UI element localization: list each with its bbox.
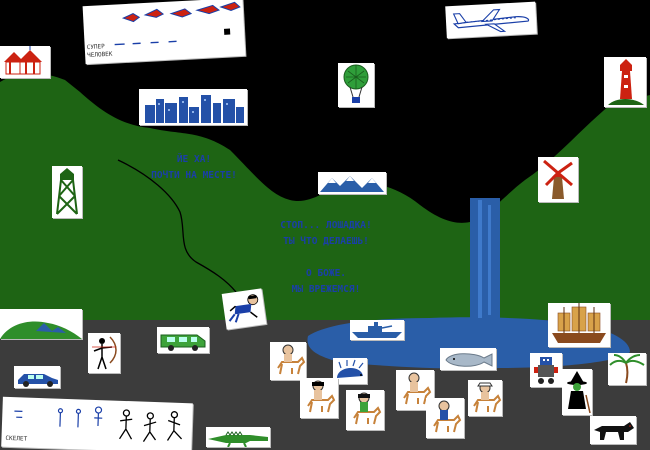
superhero-sticker[interactable]: СУПЕР ЧЕЛОВЕК <box>82 0 246 65</box>
crocodile-sticker[interactable] <box>206 427 270 447</box>
horse-rider-sticker[interactable] <box>346 390 384 430</box>
archer-sticker[interactable] <box>88 333 120 373</box>
dialogue-line-3: СТОП... ЛОШАДКА! <box>280 220 372 231</box>
dialogue-line-1: ЙЕ ХА! <box>176 154 212 165</box>
robot-sticker[interactable] <box>530 353 562 387</box>
circus-tent-sticker[interactable] <box>0 46 50 78</box>
airplane-sticker[interactable] <box>445 1 537 39</box>
galleon-sticker[interactable] <box>548 303 610 347</box>
wolf-sticker[interactable] <box>590 416 636 444</box>
waterfall <box>470 198 500 322</box>
car-sticker[interactable] <box>14 366 60 388</box>
hedgehog-sticker[interactable] <box>333 358 367 384</box>
dialogue-stop-horse: СТОП... ЛОШАДКА! ТЫ ЧТО ДЕЛАЕШЬ! <box>256 218 396 250</box>
dialogue-crash: О БОЖЕ. МЫ ВРЕЖЕМСЯ! <box>276 266 376 298</box>
dialogue-line-4: ТЫ ЧТО ДЕЛАЕШЬ! <box>283 236 369 247</box>
witch-sticker[interactable] <box>562 369 592 415</box>
horse-rider-sticker[interactable] <box>270 342 306 380</box>
lighthouse-sticker[interactable] <box>604 57 646 107</box>
dialogue-line-5: О БОЖЕ. <box>305 268 347 279</box>
windmill-sticker[interactable] <box>538 157 578 202</box>
superhero-label: СУПЕР ЧЕЛОВЕК <box>87 43 113 60</box>
hero-falling-sticker[interactable] <box>221 288 267 330</box>
green-hill-sticker[interactable] <box>0 309 82 339</box>
mountains-sticker[interactable] <box>318 172 386 194</box>
skeleton-label: СКЕЛЕТ <box>5 434 28 443</box>
skeleton-sticker[interactable]: СКЕЛЕТ <box>1 396 193 450</box>
palm-tree-sticker[interactable] <box>608 353 646 385</box>
city-skyline-sticker[interactable] <box>139 89 247 125</box>
dialogue-yee-ha: ЙЕ ХА! ПОЧТИ НА МЕСТЕ! <box>134 152 254 184</box>
van-sticker[interactable] <box>157 327 209 353</box>
dialogue-line-2: ПОЧТИ НА МЕСТЕ! <box>151 170 237 181</box>
flight-path <box>117 159 237 293</box>
horse-rider-sticker[interactable] <box>300 378 338 418</box>
superhero-label-2: ЧЕЛОВЕК <box>86 50 113 60</box>
hot-air-balloon-sticker[interactable] <box>338 63 374 107</box>
horse-rider-sticker[interactable] <box>426 398 464 438</box>
battleship-sticker[interactable] <box>350 320 404 340</box>
whale-sticker[interactable] <box>440 348 496 370</box>
horse-rider-sticker[interactable] <box>468 380 502 416</box>
watchtower-sticker[interactable] <box>52 166 82 218</box>
dialogue-line-6: МЫ ВРЕЖЕМСЯ! <box>291 284 361 295</box>
